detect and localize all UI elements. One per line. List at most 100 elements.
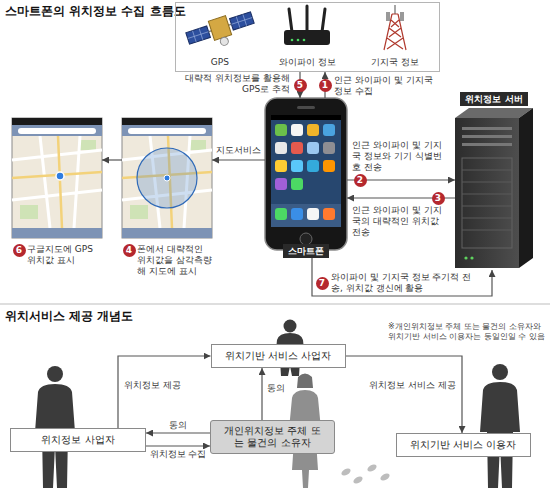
- map-screen-image: [122, 125, 212, 136]
- map-screen: 구글지도에 GPS 위치값 표시: [12, 118, 102, 266]
- cell-tower-icon: [394, 5, 396, 14]
- note: ※개인위치정보 주체 또는 물건의 소유자와 위치기반 서비스 이용자는 동일인…: [388, 322, 546, 342]
- service-provider-box: 위치기반 서비스 사업자: [211, 344, 346, 368]
- wifi-router-icon: [291, 39, 294, 42]
- person-figure: [284, 320, 297, 333]
- callout-number: 5: [294, 79, 307, 92]
- edge-label: 동의: [160, 420, 196, 431]
- smartphone-image: [275, 142, 287, 154]
- smartphone-image: [291, 160, 303, 172]
- cell-tower-icon: [400, 12, 404, 21]
- person-figure: [47, 366, 63, 382]
- smartphone-image: [323, 124, 335, 136]
- smartphone-image: [275, 124, 287, 136]
- footprints: [366, 463, 378, 473]
- map-screen: 폰에서 대략적인 위치값을 삼각측량해 지도에 표시: [122, 118, 212, 277]
- source-label: 와이파이 정보: [264, 57, 352, 68]
- location-server: 위치정보 서버: [455, 92, 533, 270]
- smartphone-image: [275, 178, 287, 190]
- caption: 구글지도에 GPS 위치값 표시: [27, 244, 102, 266]
- box-label: 위치정보 사업자: [21, 434, 135, 446]
- gps-satellite-icon: [231, 17, 252, 24]
- footprints: [340, 463, 391, 485]
- person-figure: [35, 366, 75, 488]
- map-screen-image: [122, 118, 212, 125]
- server-image: [462, 127, 512, 130]
- server-image: [462, 170, 512, 230]
- connector: [102, 159, 122, 160]
- connector: [118, 356, 211, 428]
- edge-label: 위치정보 서비스 제공: [346, 380, 456, 391]
- person-figure: [492, 364, 508, 380]
- footprints: [340, 467, 352, 477]
- box-label: 개인위치정보 주체 또는 물건의 소유자: [223, 425, 322, 449]
- map-screen-image: [12, 118, 102, 125]
- connector: [146, 445, 210, 446]
- wifi-router-icon: [297, 39, 300, 42]
- smartphone-image: [291, 124, 303, 136]
- callout-number: 7: [316, 277, 329, 290]
- cell-tower-icon: [384, 14, 406, 50]
- map-screen-image: [122, 228, 212, 238]
- map-screen-image: [128, 128, 206, 134]
- gps-satellite-icon: [185, 8, 258, 56]
- map-screen-image: [12, 118, 102, 238]
- device-tag: 스마트폰: [283, 244, 329, 258]
- server-image: [462, 143, 512, 146]
- map-screen-image: [12, 125, 102, 136]
- source-label: 기지국 정보: [351, 57, 439, 68]
- connector: [212, 159, 265, 160]
- map-screen-image: [12, 136, 102, 228]
- box-label: 위치기반 서비스 이용자: [407, 439, 520, 451]
- map-screen-image: [122, 136, 212, 228]
- title: 스마트폰의 위치정보 수집 흐름도: [5, 4, 186, 19]
- smartphone-image: [323, 142, 335, 154]
- server-image: [464, 256, 467, 259]
- section-title: 위치서비스 제공 개념도: [5, 309, 133, 324]
- map-screen-image: [137, 148, 197, 208]
- connector: [146, 432, 210, 433]
- person-figure: [480, 364, 520, 488]
- map-screen-image: [56, 172, 64, 180]
- smartphone-image: [271, 115, 341, 227]
- smartphone-image: [265, 98, 347, 250]
- gps-satellite-icon: [186, 26, 211, 44]
- server-image: [455, 118, 519, 268]
- source-box: GPS와이파이 정보기지국 정보: [175, 2, 440, 72]
- edge-label: 인근 와이파이 및 기지국 정보와 기기 식별번호 전송: [352, 140, 444, 173]
- edge-label: 인근 와이파이 및 기지국 정보 수집: [334, 75, 434, 97]
- cell-tower-icon: [386, 12, 390, 21]
- server-image: [462, 158, 512, 248]
- cell-tower-icon: [384, 5, 406, 50]
- smartphone-image: [271, 115, 341, 120]
- server-image: [462, 135, 512, 138]
- gps-satellite-icon: [208, 16, 231, 41]
- smartphone-image: [307, 142, 319, 154]
- wifi-router-icon: [289, 9, 292, 32]
- wifi-router-icon: [306, 6, 309, 32]
- box-label: 위치기반 서비스 사업자: [222, 350, 335, 362]
- person-figure: [297, 374, 313, 389]
- callout-number: 3: [432, 192, 445, 205]
- map-screen-image: [18, 128, 96, 134]
- callout-number: 2: [354, 174, 367, 187]
- smartphone-image: [323, 208, 335, 220]
- server-image: [470, 256, 473, 259]
- smartphone-image: [307, 208, 319, 220]
- connector: [312, 258, 492, 296]
- edge-label: 위치정보 제공: [124, 380, 204, 391]
- edge-label: 위치정보 수집: [146, 449, 210, 460]
- smartphone-image: [307, 124, 319, 136]
- source-label: GPS: [176, 57, 264, 68]
- callout-number: 4: [123, 244, 136, 257]
- footprints: [379, 472, 391, 482]
- edge-label: 대략적 위치정보를 활용해 GPS로 추적: [170, 73, 290, 95]
- wifi-router-icon: [303, 39, 306, 42]
- server-image: [519, 108, 533, 268]
- gps-satellite-icon: [188, 32, 209, 39]
- map-screen-image: [130, 205, 148, 219]
- person-figure: [298, 374, 312, 388]
- smartphone-image: [291, 178, 303, 190]
- map-screen-image: [12, 228, 102, 238]
- map-screen-image: [122, 136, 212, 228]
